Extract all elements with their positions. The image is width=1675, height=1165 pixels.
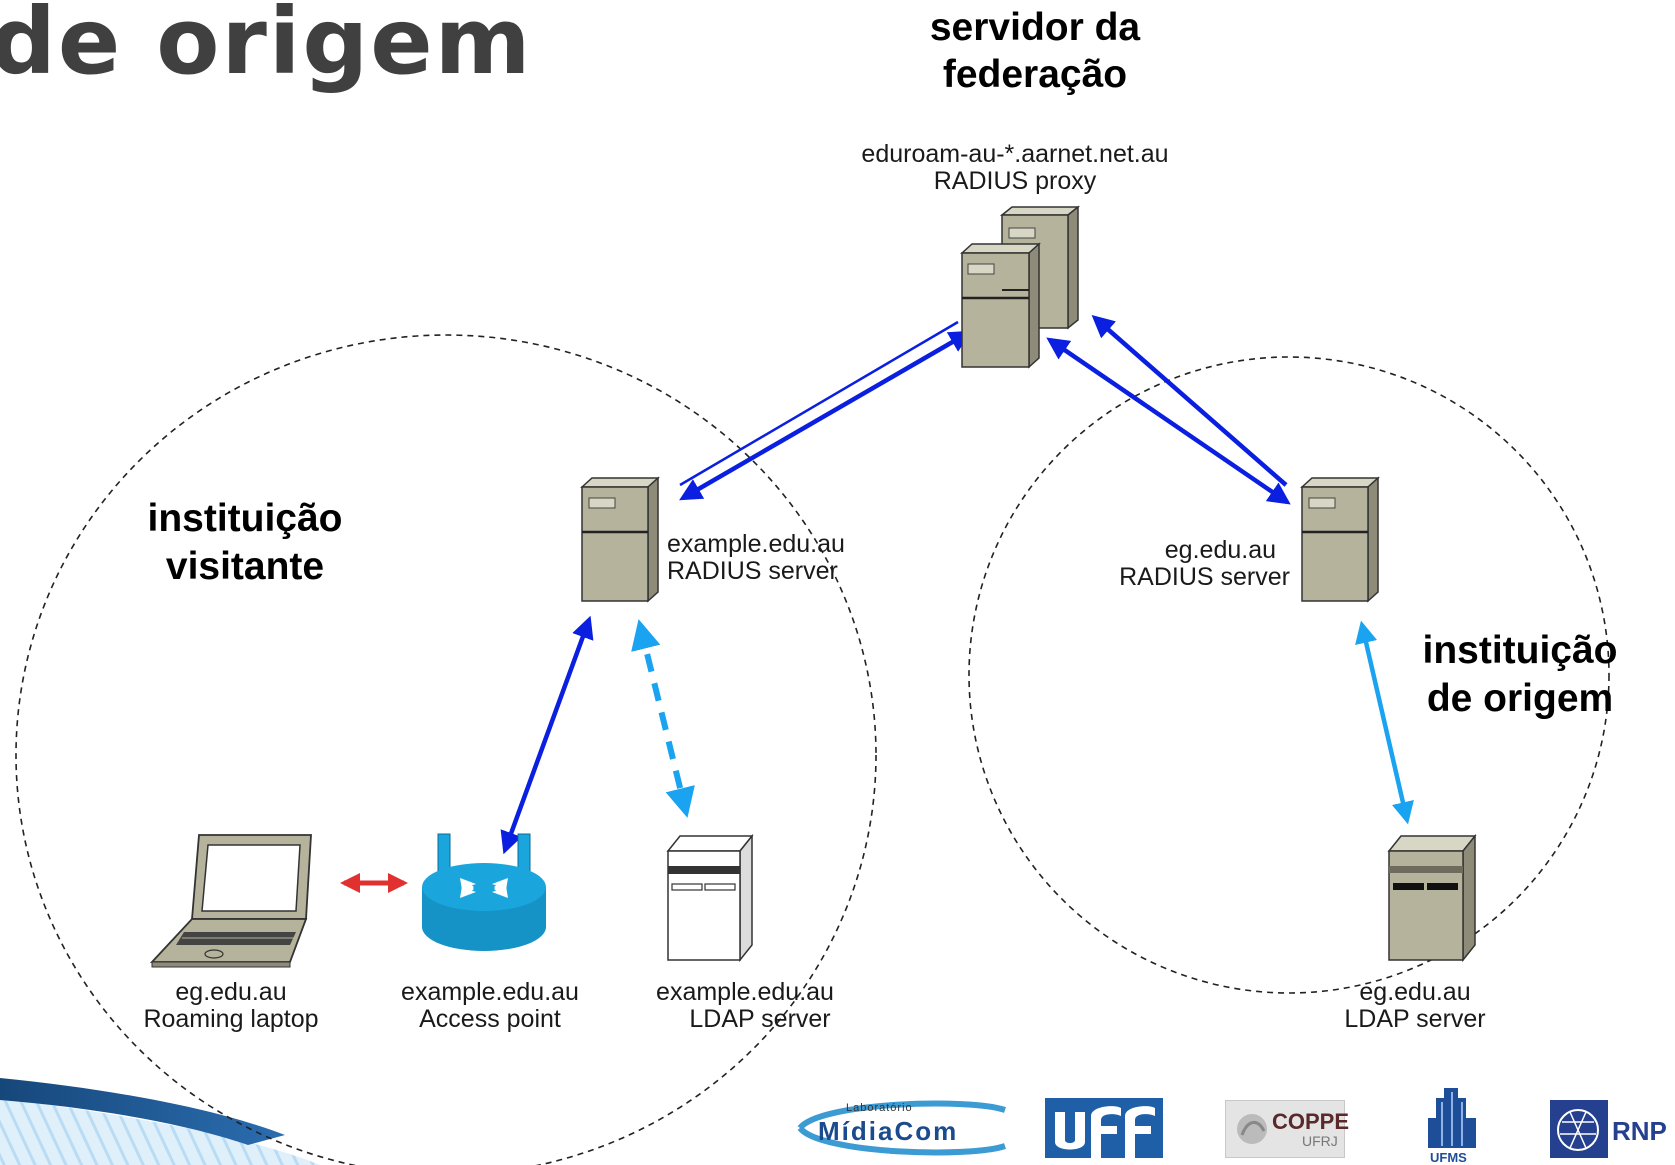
federation-heading-line-2: federação <box>942 53 1128 96</box>
home-radius-role: RADIUS server <box>1119 563 1290 591</box>
visiting-radius-to-ldap-link <box>631 619 695 818</box>
home-ldap-host: eg.edu.au <box>1359 978 1471 1006</box>
visiting-heading-line-1: instituição <box>147 497 343 540</box>
ufms-logo: UFMS <box>1426 1088 1484 1165</box>
home-ldap-label: eg.edu.au LDAP server <box>1300 979 1530 1033</box>
home-radius-server-icon <box>1300 476 1380 603</box>
visiting-radius-role: RADIUS server <box>667 557 838 585</box>
proxy-to-home-radius-link <box>1046 315 1291 505</box>
slide-corner-decoration <box>0 1078 320 1165</box>
coppe-label: COPPE <box>1272 1109 1350 1134</box>
home-heading-line-2: de origem <box>1426 677 1614 720</box>
coppe-sub-label: UFRJ <box>1302 1133 1338 1149</box>
uff-logo: uff <box>1045 1098 1165 1158</box>
home-institution-boundary <box>968 356 1610 994</box>
home-institution-heading: instituição de origem <box>1385 627 1655 723</box>
visiting-institution-boundary <box>15 334 877 1165</box>
midiacom-logo: Laboratório MídiaCom <box>780 1096 1016 1160</box>
radius-proxy-host: eduroam-au-*.aarnet.net.au <box>861 140 1169 168</box>
home-radius-label: eg.edu.au RADIUS server <box>1087 537 1290 591</box>
visiting-radius-server-icon <box>580 476 660 603</box>
home-radius-to-ldap-link <box>1355 620 1414 825</box>
roaming-laptop-icon <box>149 834 312 968</box>
access-point-label: example.edu.au Access point <box>370 979 610 1033</box>
ufms-label: UFMS <box>1430 1150 1467 1165</box>
visiting-radius-to-access-point-link <box>500 615 594 855</box>
visiting-radius-host: example.edu.au <box>667 530 845 558</box>
home-radius-host: eg.edu.au <box>1164 536 1276 564</box>
radius-proxy-label: eduroam-au-*.aarnet.net.au RADIUS proxy <box>820 141 1210 195</box>
slide-title: de origem <box>0 0 533 95</box>
home-ldap-server-icon <box>1387 833 1477 963</box>
visiting-ldap-server-icon <box>666 833 754 963</box>
visiting-institution-heading: instituição visitante <box>100 495 390 591</box>
laptop-host: eg.edu.au <box>175 978 287 1006</box>
federation-server-heading: servidor da federação <box>870 4 1200 98</box>
midiacom-small-label: Laboratório <box>846 1102 913 1114</box>
home-ldap-role: LDAP server <box>1344 1005 1486 1033</box>
radius-proxy-role: RADIUS proxy <box>933 167 1097 195</box>
rnp-logo: RNP <box>1550 1100 1670 1158</box>
visiting-ldap-host: example.edu.au <box>656 978 834 1006</box>
visiting-radius-label: example.edu.au RADIUS server <box>667 531 845 585</box>
radius-proxy-server-icon <box>960 205 1081 369</box>
access-point-host: example.edu.au <box>401 978 579 1006</box>
visiting-ldap-label: example.edu.au LDAP server <box>625 979 865 1033</box>
home-heading-line-1: instituição <box>1422 629 1618 672</box>
visiting-heading-line-2: visitante <box>165 545 325 588</box>
laptop-label: eg.edu.au Roaming laptop <box>115 979 347 1033</box>
laptop-role: Roaming laptop <box>143 1005 319 1033</box>
access-point-icon <box>422 833 546 951</box>
midiacom-label: MídiaCom <box>818 1116 959 1146</box>
proxy-to-visiting-radius-link <box>679 320 972 501</box>
rnp-label: RNP <box>1612 1116 1667 1146</box>
visiting-ldap-role: LDAP server <box>689 1005 831 1033</box>
access-point-role: Access point <box>419 1005 561 1033</box>
coppe-logo: COPPE UFRJ <box>1225 1100 1349 1158</box>
federation-heading-line-1: servidor da <box>929 6 1141 49</box>
